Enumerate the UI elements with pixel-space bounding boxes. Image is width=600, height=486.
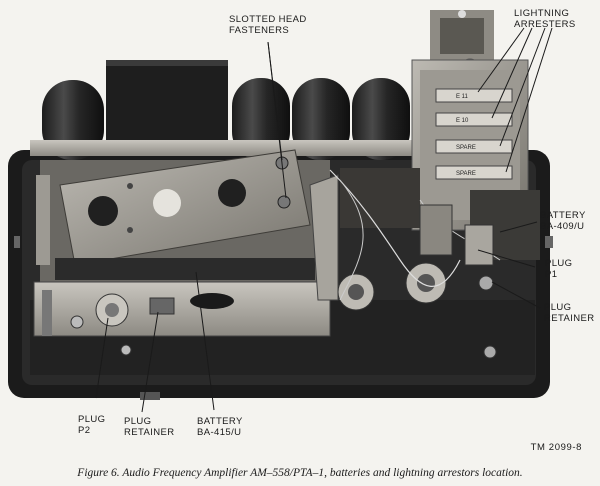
arrester-tag-spare-1: SPARE [456,145,476,151]
figure-caption: Figure 6. Audio Frequency Amplifier AM–5… [77,467,523,479]
callout-battery-ba-415: BATTERY BA-415/U [197,416,243,438]
callout-line: ARRESTERS [514,19,576,30]
callout-line: RETAINER [124,427,175,438]
callout-line: PLUG [544,302,572,313]
tm-number: TM 2099-8 [530,442,582,453]
wiring-harness [329,168,501,359]
callout-line: PLUG [124,416,152,427]
callout-line: BA-409/U [540,221,585,232]
chassis [33,149,339,356]
callout-leaders [95,27,553,413]
callout-plug-retainer-left: PLUG RETAINER [124,416,175,438]
callout-line: BATTERY [197,416,243,427]
callout-line: RETAINER [544,313,595,324]
callout-line: P2 [78,425,91,436]
callout-line: BATTERY [540,210,586,221]
callout-line: LIGHTNING [514,8,570,19]
callout-line: P1 [545,269,558,280]
top-crossbar [30,140,420,156]
callout-plug-p2: PLUG P2 [78,414,105,436]
callout-line: SLOTTED HEAD [229,14,307,25]
callout-line: PLUG [78,414,106,425]
callout-slotted-head-fasteners: SLOTTED HEAD FASTENERS [229,14,307,36]
callout-line: BA-415/U [197,427,242,438]
arrester-tag-e11: E 11 [456,94,469,100]
callout-plug-retainer-right: PLUG RETAINER [544,302,595,324]
callout-battery-ba-409: BATTERY BA-409/U [540,210,586,232]
arrester-tag-e10: E 10 [456,118,469,124]
callout-plug-p1: PLUG P1 [545,258,572,280]
callout-lightning-arresters: LIGHTNING ARRESTERS [514,8,576,30]
callout-line: FASTENERS [229,25,290,36]
arrester-tag-spare-2: SPARE [456,171,476,177]
callout-line: PLUG [545,258,573,269]
